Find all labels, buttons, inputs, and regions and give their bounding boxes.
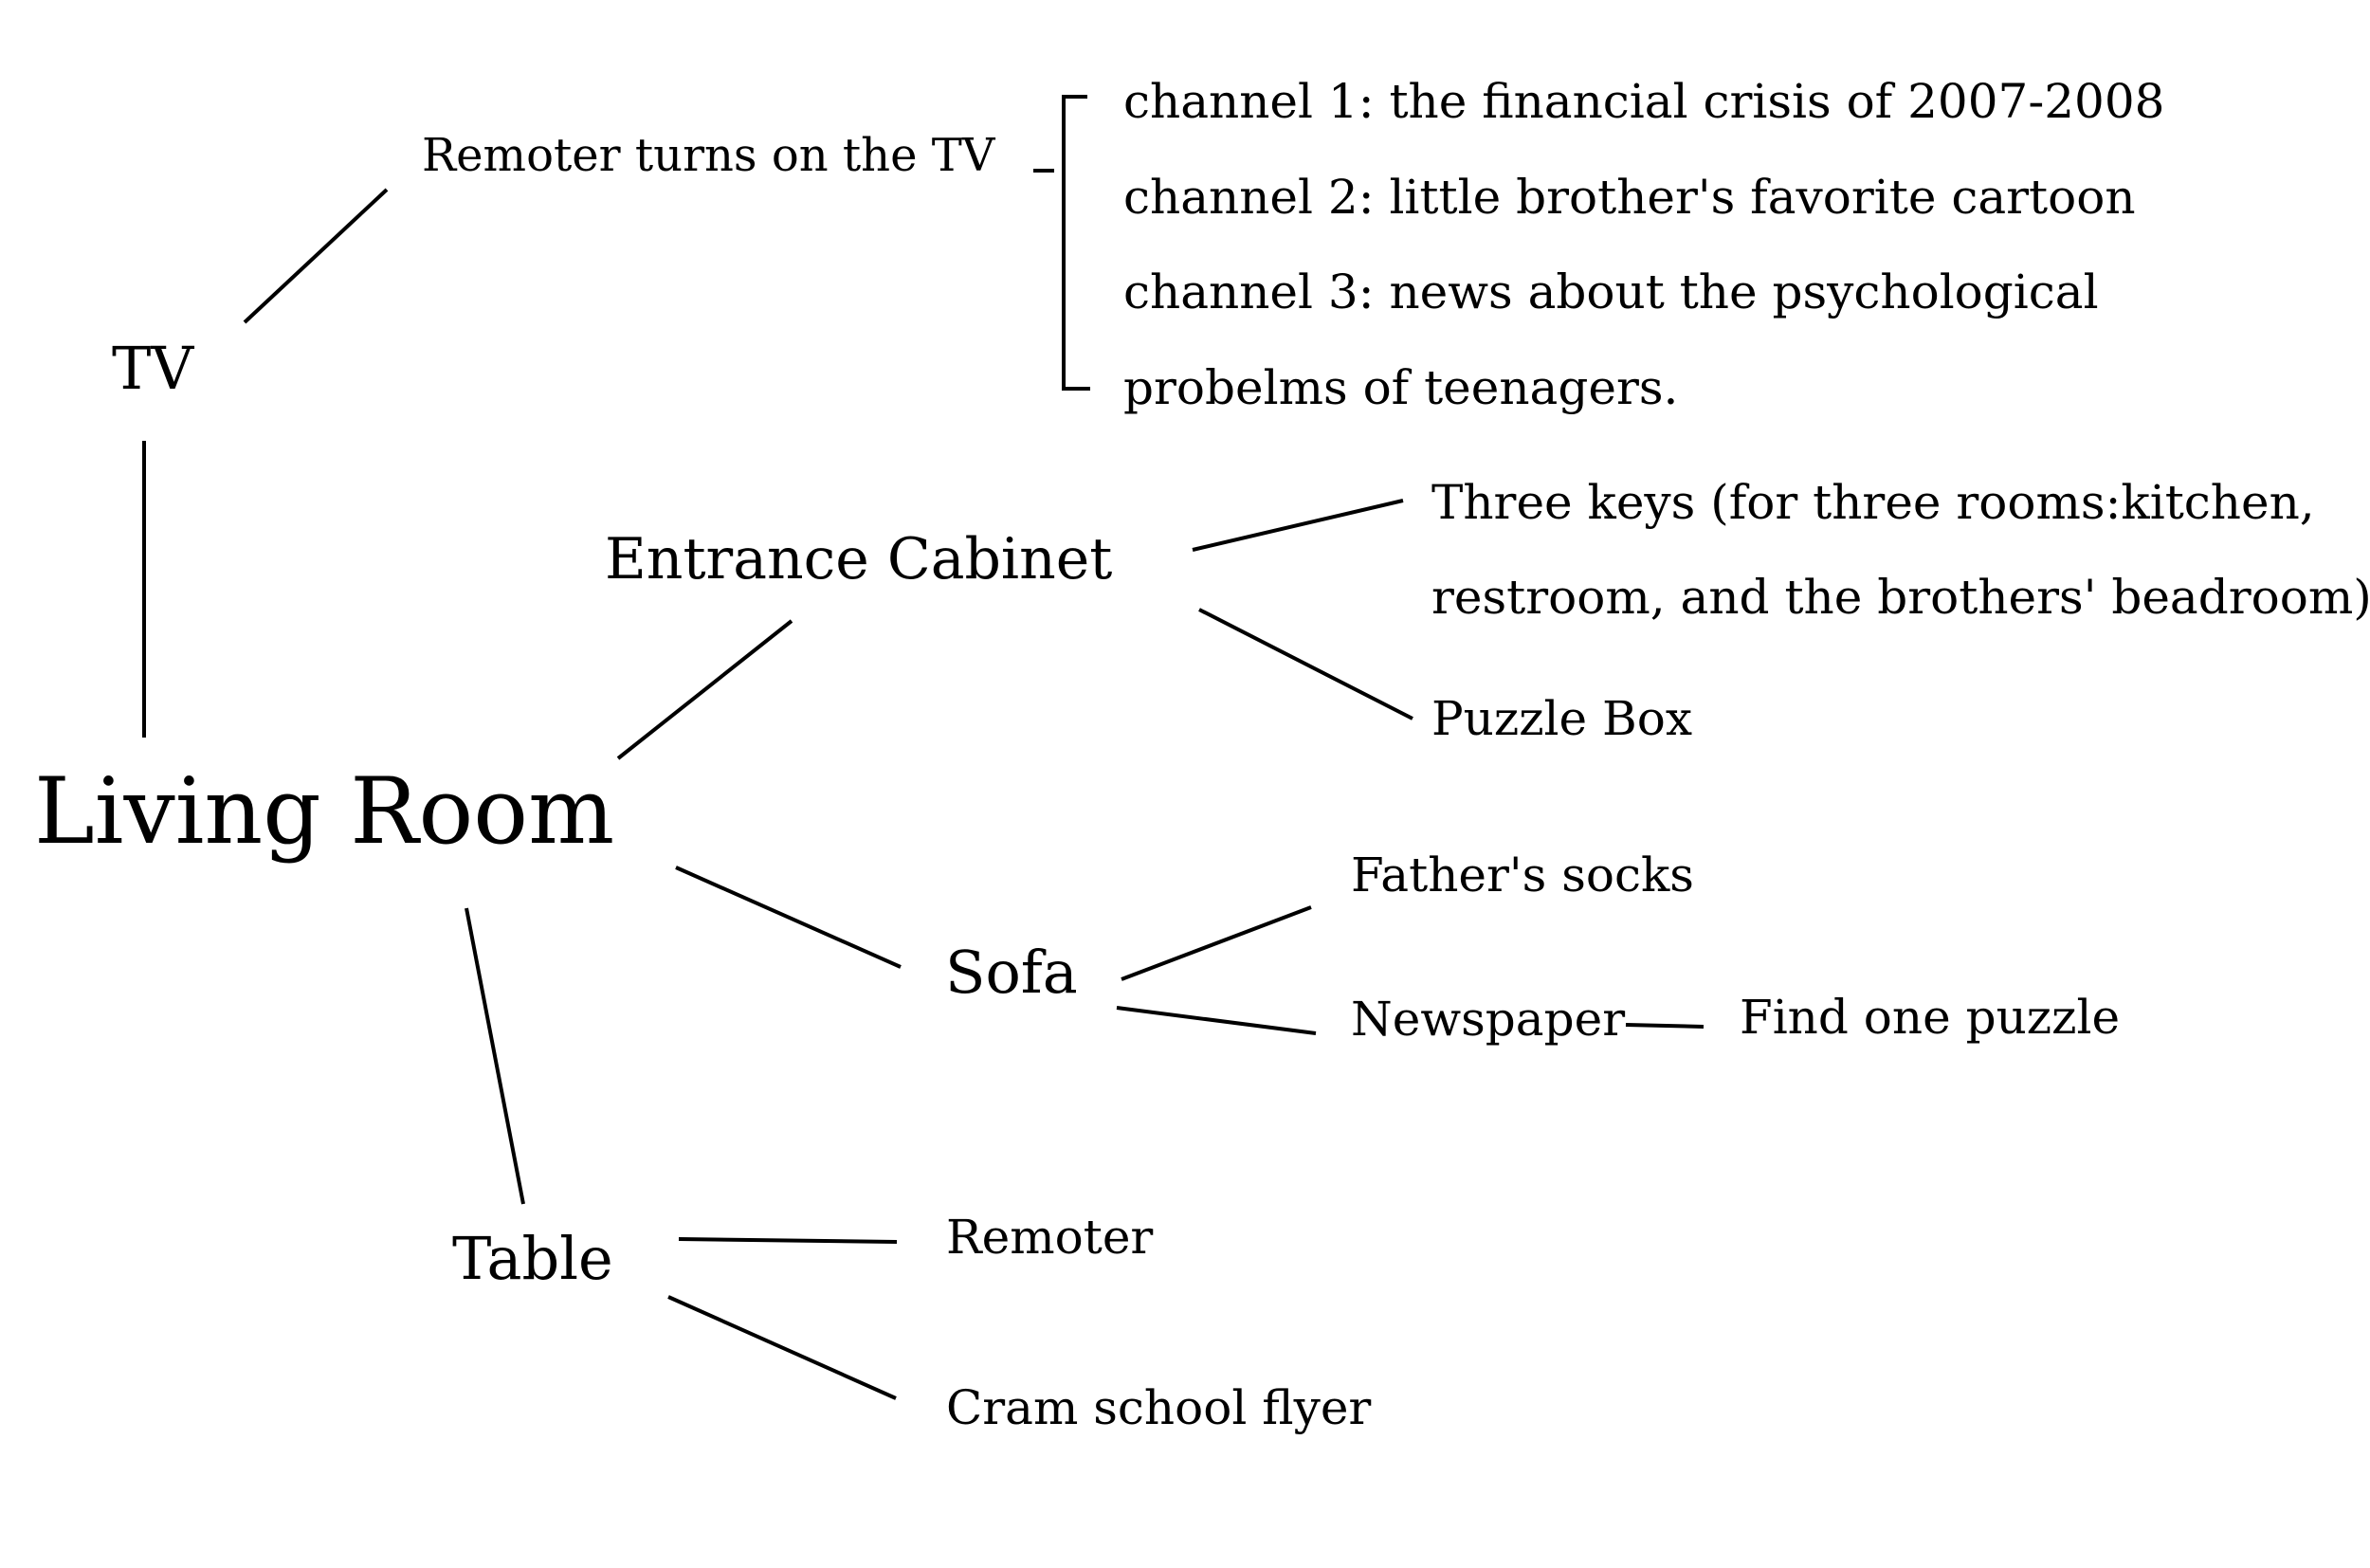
connector-root-cabinet: [616, 619, 793, 760]
connector-sofa-socks: [1121, 905, 1312, 981]
tv-channel-line-1: channel 1: the financial crisis of 2007-…: [1123, 74, 2165, 129]
root-node-label: Living Room: [34, 758, 615, 865]
connector-table-remoter: [678, 1237, 898, 1244]
sofa-node-label: Sofa: [945, 938, 1078, 1007]
cabinet-keys-line-2: restroom, and the brothers' beadroom): [1431, 570, 2370, 625]
connector-sofa-newspaper: [1116, 1006, 1317, 1035]
tv-channel-line-2: channel 2: little brother's favorite car…: [1123, 170, 2136, 225]
tv-action-label: Remoter turns on the TV: [422, 129, 995, 182]
connector-root-sofa: [675, 866, 902, 969]
sofa-newspaper-label: Newspaper: [1351, 992, 1626, 1047]
tv-node-label: TV: [112, 334, 194, 403]
connector-cabinet-keys: [1192, 499, 1404, 552]
tv-channel-line-3: channel 3: news about the psychological: [1123, 264, 2099, 319]
entrance-cabinet-node-label: Entrance Cabinet: [605, 526, 1113, 593]
cabinet-puzzle-box-label: Puzzle Box: [1431, 691, 1693, 746]
sofa-socks-label: Father's socks: [1351, 848, 1694, 903]
connector-table-flyer: [667, 1295, 897, 1400]
table-remoter-label: Remoter: [946, 1210, 1154, 1265]
newspaper-puzzle-label: Find one puzzle: [1740, 990, 2121, 1045]
table-node-label: Table: [452, 1224, 613, 1293]
channels-bracket: [1062, 95, 1090, 391]
connector-cabinet-puzzlebox: [1198, 608, 1413, 720]
table-flyer-label: Cram school flyer: [946, 1380, 1372, 1435]
cabinet-keys-line-1: Three keys (for three rooms:kitchen,: [1431, 475, 2315, 530]
connector-tv-remoter-action: [243, 188, 389, 324]
connector-root-table: [465, 907, 525, 1205]
tv-channel-line-4: probelms of teenagers.: [1123, 360, 1679, 415]
connector-newspaper-puzzle: [1625, 1023, 1705, 1029]
